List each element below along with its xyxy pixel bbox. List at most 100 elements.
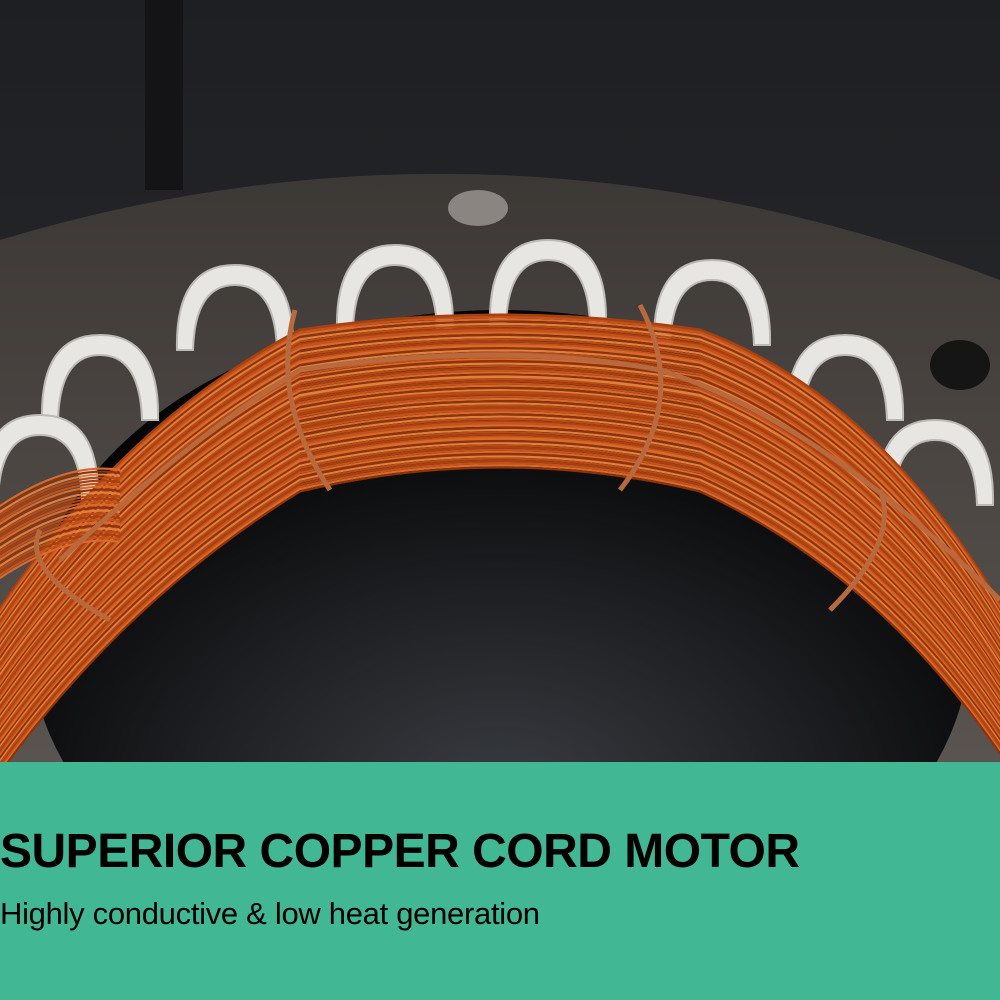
copper-wire (3, 462, 1000, 762)
copper-wire (0, 446, 1000, 754)
copper-wire (0, 439, 1000, 747)
copper-wire (0, 386, 1000, 690)
copper-wire (0, 467, 121, 508)
copper-wire (0, 421, 1000, 729)
copper-wire (0, 426, 1000, 733)
housing-slot (145, 0, 183, 190)
copper-wire (0, 479, 121, 520)
copper-wire (0, 420, 1000, 725)
copper-wire (0, 435, 1000, 742)
copper-wire (0, 482, 121, 523)
coil-tie-string (618, 303, 664, 492)
copper-wire (0, 491, 121, 532)
copper-wire (0, 393, 1000, 697)
copper-wire (0, 390, 1000, 695)
copper-wire (0, 324, 1000, 623)
copper-wire (0, 503, 121, 544)
insulator-sleeve (40, 333, 160, 421)
copper-wire (0, 359, 1000, 662)
copper-wire (0, 433, 1000, 740)
copper-wire (0, 497, 121, 538)
copper-wire (0, 342, 1000, 642)
copper-wire (0, 500, 121, 541)
copper-wire (0, 340, 1000, 640)
copper-wire (0, 333, 1000, 633)
copper-wire (0, 336, 1000, 635)
copper-wire (0, 527, 121, 568)
copper-wire (0, 338, 1000, 638)
insulator-sleeve (875, 418, 995, 506)
copper-wire (0, 424, 1000, 730)
copper-wire (6, 466, 1000, 762)
copper-wire (0, 524, 121, 565)
copper-wire (0, 380, 1000, 683)
bolt (448, 190, 508, 226)
copper-wire (0, 331, 1000, 630)
copper-wire (0, 395, 1000, 699)
copper-wire (0, 362, 1000, 664)
copper-wire (0, 364, 1000, 666)
coil-tie-string (285, 309, 333, 492)
copper-wire (0, 431, 1000, 737)
copper-wire (0, 512, 121, 553)
copper-wire (0, 473, 121, 514)
insulator-sleeve (652, 258, 772, 346)
coil-tie-string (58, 352, 1000, 602)
copper-wire (0, 509, 121, 550)
copper-wire (0, 539, 121, 580)
feature-banner (0, 762, 1000, 1000)
copper-wire (0, 442, 1000, 749)
copper-wire (0, 506, 121, 547)
copper-wire (0, 316, 1000, 614)
copper-wire (0, 378, 1000, 680)
copper-wire (0, 536, 121, 577)
copper-wire (0, 318, 1000, 616)
copper-wire (0, 382, 1000, 685)
copper-wire (0, 533, 121, 574)
copper-wire (0, 470, 121, 511)
insulator-sleeve (488, 238, 608, 326)
copper-wire (4, 464, 1000, 762)
copper-wire (0, 375, 1000, 679)
copper-wire (0, 488, 121, 529)
copper-wire (0, 457, 1000, 762)
copper-wire (0, 369, 1000, 671)
copper-wire (0, 397, 1000, 702)
copper-wire (0, 521, 121, 562)
insulator-sleeve (785, 333, 905, 421)
copper-wire (0, 347, 1000, 647)
coil-tie-string (828, 489, 887, 612)
copper-wire (0, 494, 121, 535)
slot-insulators (0, 238, 995, 506)
copper-wire (0, 384, 1000, 687)
copper-wire (0, 455, 1000, 762)
copper-motor-photo (0, 0, 1000, 762)
copper-wire (0, 371, 1000, 673)
copper-wire (0, 322, 1000, 621)
copper-wire (0, 313, 1000, 612)
ring-hole (930, 340, 990, 390)
copper-wire (0, 349, 1000, 649)
copper-wire (0, 373, 1000, 676)
copper-wire (0, 327, 1000, 626)
copper-wire (0, 452, 1000, 762)
coil-tie-string (33, 528, 112, 623)
copper-wire (0, 530, 121, 571)
copper-wire (0, 366, 1000, 668)
copper-wire (0, 329, 1000, 629)
copper-wire (0, 450, 1000, 759)
copper-wire (1, 459, 1000, 762)
copper-wire (0, 417, 1000, 723)
copper-wire (0, 476, 121, 517)
feature-title: SUPERIOR COPPER CORD MOTOR (0, 825, 800, 878)
copper-wire (0, 444, 1000, 752)
copper-wire (0, 437, 1000, 745)
feature-subtitle: Highly conductive & low heat generation (0, 896, 540, 931)
copper-wire (0, 320, 1000, 619)
copper-wire (0, 389, 1000, 692)
copper-wire (0, 413, 1000, 718)
coil-ties (33, 303, 1000, 623)
copper-wire (0, 448, 1000, 756)
copper-wire (0, 415, 1000, 721)
copper-wire (0, 485, 121, 526)
